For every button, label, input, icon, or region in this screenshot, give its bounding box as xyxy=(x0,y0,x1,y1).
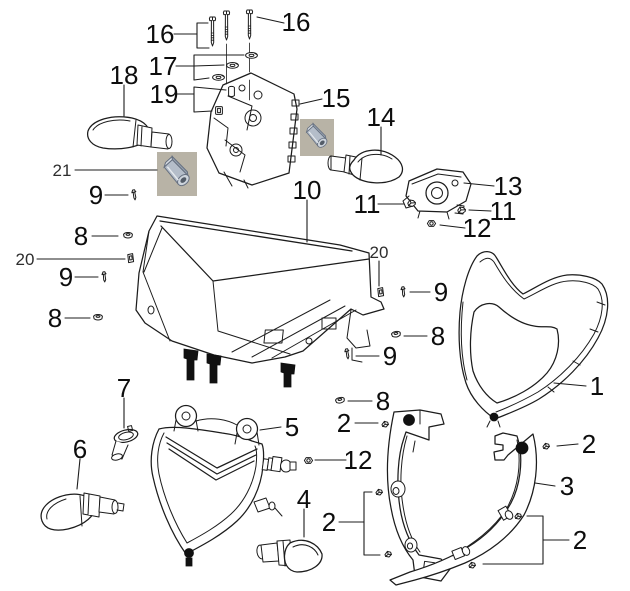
bolt-16 xyxy=(245,9,254,40)
callout-9-a: 9 xyxy=(89,180,103,210)
part-14-turn-signal xyxy=(327,149,404,184)
callout-8-c: 8 xyxy=(431,321,445,351)
callout-2-b: 2 xyxy=(322,507,336,537)
part-5-headlight-unit xyxy=(150,404,297,567)
rubber-mount xyxy=(280,362,296,388)
washer-17 xyxy=(212,74,225,81)
part-18-turn-signal xyxy=(86,116,173,150)
headlight-bolt xyxy=(184,548,194,558)
callout-21: 21 xyxy=(53,161,72,180)
screw-2 xyxy=(384,550,392,558)
clip-nut-20 xyxy=(127,253,135,264)
callout-18: 18 xyxy=(110,60,139,90)
nut-8 xyxy=(390,330,402,339)
callout-3: 3 xyxy=(560,471,574,501)
callout-7: 7 xyxy=(117,373,131,403)
nut-12 xyxy=(303,457,314,464)
callout-9-d: 9 xyxy=(383,341,397,371)
callout-19: 19 xyxy=(150,79,179,109)
part-7-bulb xyxy=(111,425,139,461)
callout-labels: 16 16 17 19 18 15 14 21 13 11 11 12 10 9… xyxy=(16,7,605,555)
bolt-16 xyxy=(222,10,231,41)
screw-2 xyxy=(468,561,476,569)
washer-17 xyxy=(245,52,258,59)
part-left-bracket xyxy=(386,409,451,582)
callout-1: 1 xyxy=(590,371,604,401)
screw-9 xyxy=(101,271,108,283)
part-4-bulb xyxy=(256,539,323,573)
part-10-headlight-housing xyxy=(135,215,385,388)
callout-9-b: 9 xyxy=(59,262,73,292)
bracket-pivot-bolt xyxy=(403,414,415,426)
leader-lines xyxy=(36,16,587,565)
bracket-pivot-bolt xyxy=(515,441,529,455)
spacer-19 xyxy=(228,85,235,98)
callout-14: 14 xyxy=(367,102,396,132)
callout-17: 17 xyxy=(149,51,178,81)
headlight-adjuster xyxy=(253,456,297,517)
part-21-spacer-thumbnail-2 xyxy=(300,119,334,156)
callout-8-a: 8 xyxy=(74,221,88,251)
windscreen-bolt xyxy=(489,412,499,422)
screw-9 xyxy=(130,188,138,201)
nut-8 xyxy=(123,232,133,239)
nut-19 xyxy=(215,106,223,115)
callout-10: 10 xyxy=(293,175,322,205)
callout-5: 5 xyxy=(285,412,299,442)
screw-2 xyxy=(542,442,550,450)
callout-2-a: 2 xyxy=(337,408,351,438)
screw-9 xyxy=(343,347,351,360)
screw-2 xyxy=(375,488,383,496)
callout-8-d: 8 xyxy=(376,386,390,416)
screw-2 xyxy=(381,420,389,428)
callout-11-left: 11 xyxy=(354,189,381,219)
part-6-turn-signal xyxy=(40,492,125,531)
clip-nut-20 xyxy=(377,287,385,298)
callout-2-c: 2 xyxy=(582,429,596,459)
callout-20-right: 20 xyxy=(370,243,389,262)
callout-13: 13 xyxy=(494,171,523,201)
part-15-mounting-plate xyxy=(206,72,300,189)
part-1-windscreen xyxy=(458,251,609,428)
callout-2-d: 2 xyxy=(573,525,587,555)
callout-11-right: 11 xyxy=(490,196,517,226)
callout-9-c: 9 xyxy=(434,277,448,307)
washer-17 xyxy=(226,62,239,69)
nut-8 xyxy=(334,396,346,405)
callout-16-left: 16 xyxy=(146,19,175,49)
callout-15: 15 xyxy=(322,83,351,113)
nut-8 xyxy=(93,314,103,321)
callout-20-left: 20 xyxy=(16,250,35,269)
callout-8-b: 8 xyxy=(48,303,62,333)
rubber-mount xyxy=(183,348,199,381)
callout-12-bottom: 12 xyxy=(344,445,373,475)
nut-12 xyxy=(426,220,437,227)
callout-6: 6 xyxy=(73,434,87,464)
part-3-right-bracket xyxy=(389,432,538,586)
callout-12-top: 12 xyxy=(463,213,492,243)
callout-16-right: 16 xyxy=(282,7,311,37)
rubber-mount xyxy=(206,353,222,384)
part-21-spacer-thumbnail xyxy=(157,152,197,196)
screw-11 xyxy=(407,199,416,207)
screw-9 xyxy=(400,286,407,298)
callout-4: 4 xyxy=(297,484,311,514)
bolt-16 xyxy=(208,16,217,47)
